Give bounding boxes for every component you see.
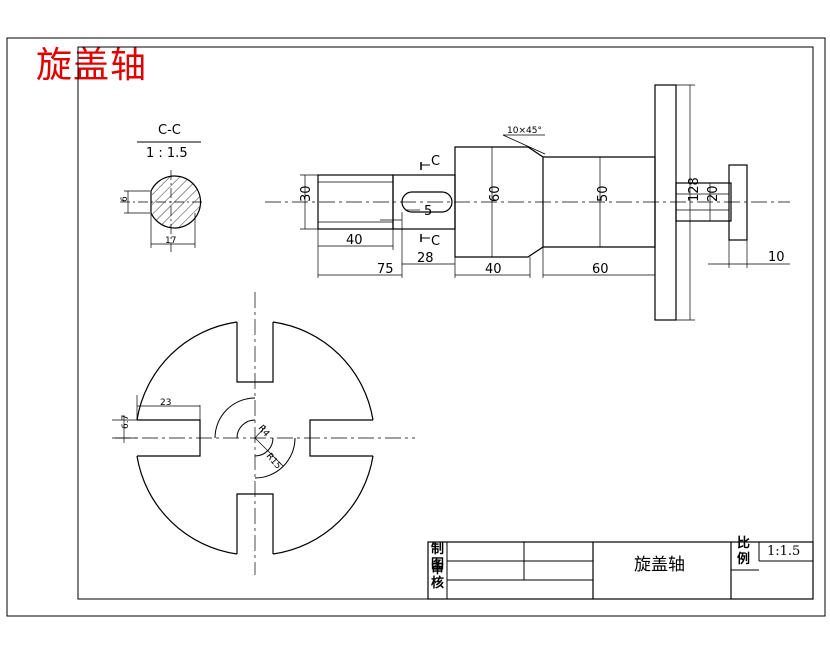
disk-dim-slot: 23 xyxy=(160,398,171,408)
dim-length-40b: 40 xyxy=(485,262,502,277)
dim-length-10: 10 xyxy=(768,250,785,265)
section-label: C-C xyxy=(158,123,181,138)
disk-view: R4 R15 23 6.7 xyxy=(112,292,415,575)
dim-diameter-60: 60 xyxy=(488,185,503,202)
tb-scale-label-1: 比 xyxy=(737,535,750,551)
title-block: 制 图 审 核 旋盖轴 比 例 1:1.5 xyxy=(427,535,814,600)
tb-label-3: 审 xyxy=(431,561,444,577)
inner-frame xyxy=(77,46,814,600)
drawing-title: 旋盖轴 xyxy=(36,45,148,86)
tb-label-2: 图 xyxy=(431,557,444,572)
section-scale: 1 : 1.5 xyxy=(146,146,188,161)
section-dim-chord: 17 xyxy=(165,236,176,246)
outer-frame xyxy=(6,37,826,617)
tb-part-name: 旋盖轴 xyxy=(634,555,685,575)
dim-diameter-30: 30 xyxy=(299,185,314,202)
dim-length-75: 75 xyxy=(377,262,394,277)
dim-diameter-128: 128 xyxy=(687,177,702,202)
disk-dim-r15: R15 xyxy=(264,452,283,472)
section-mark-top: C xyxy=(431,154,440,169)
tb-label-4: 核 xyxy=(431,575,444,591)
dim-length-40a: 40 xyxy=(346,233,363,248)
chamfer-note: 10×45° xyxy=(507,126,542,136)
tb-scale-value: 1:1.5 xyxy=(767,544,800,559)
section-mark-bottom: C xyxy=(431,234,440,249)
dim-length-28: 28 xyxy=(417,251,434,266)
section-dim-width: 6 xyxy=(120,196,130,202)
dim-slot-5: 5 xyxy=(424,204,432,219)
disk-dim-r4: R4 xyxy=(256,424,272,440)
dim-diameter-20: 20 xyxy=(706,185,721,202)
shaft-view: C C 10×45° 30 5 60 50 128 20 40 75 xyxy=(265,84,790,321)
dim-diameter-50: 50 xyxy=(596,185,611,202)
tb-label-1: 制 xyxy=(431,541,444,557)
disk-dim-width: 6.7 xyxy=(121,415,131,429)
dim-length-60: 60 xyxy=(592,262,609,277)
section-view-cc: C-C 1 : 1.5 6 17 xyxy=(120,123,205,255)
tb-scale-label-2: 例 xyxy=(737,551,750,567)
